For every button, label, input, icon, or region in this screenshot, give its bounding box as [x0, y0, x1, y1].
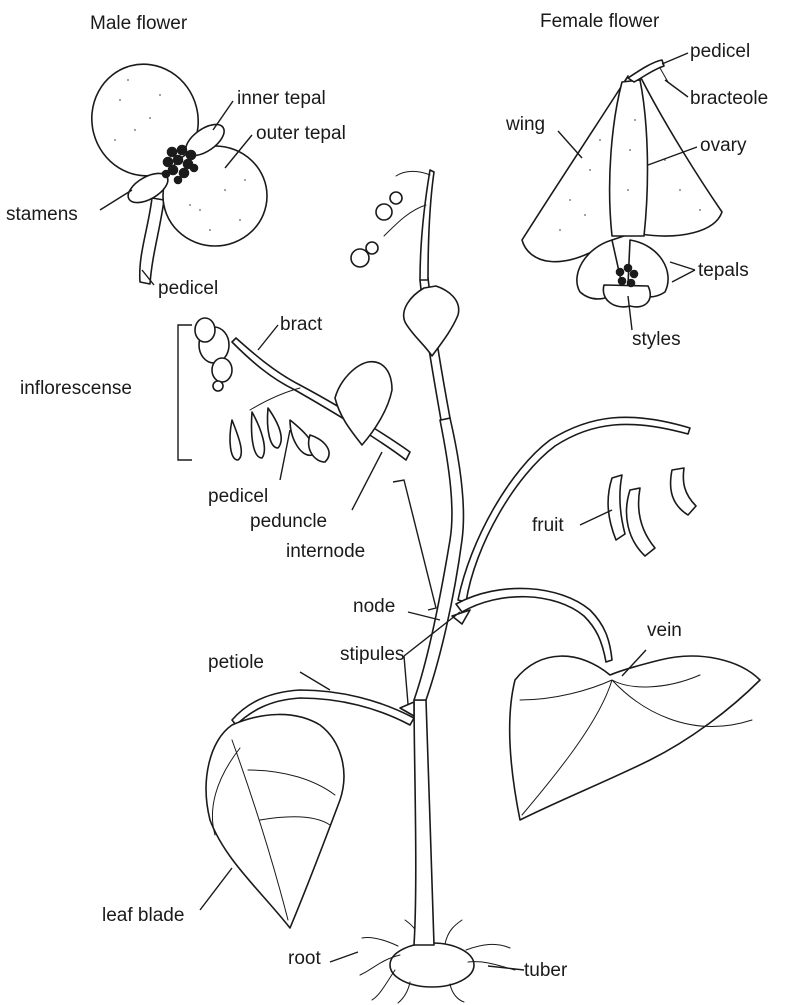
label-styles: styles: [632, 329, 681, 350]
label-inner-tepal: inner tepal: [237, 88, 326, 109]
label-internode: internode: [286, 541, 365, 562]
label-outer-tepal: outer tepal: [256, 123, 346, 144]
label-pedicel: pedicel: [208, 486, 268, 507]
plant-illustration: [195, 170, 760, 1003]
male-flower-heading: Male flower: [90, 13, 188, 34]
label-stamens: stamens: [6, 204, 78, 225]
label-peduncle: peduncle: [250, 511, 327, 532]
label-ovary: ovary: [700, 135, 747, 156]
label-vein: vein: [647, 620, 682, 641]
label-female-pedicel: pedicel: [690, 41, 750, 62]
label-fruit: fruit: [532, 515, 564, 536]
label-petiole: petiole: [208, 652, 264, 673]
label-tuber: tuber: [524, 960, 568, 981]
label-stipules: stipules: [340, 644, 404, 665]
label-wing: wing: [505, 114, 545, 135]
label-tepals: tepals: [698, 260, 749, 281]
label-leaf-blade: leaf blade: [102, 905, 184, 926]
label-bracteole: bracteole: [690, 88, 768, 109]
male-flower-illustration: [79, 52, 267, 284]
label-bract: bract: [280, 314, 323, 335]
label-root: root: [288, 948, 321, 969]
female-flower-heading: Female flower: [540, 11, 660, 32]
label-node: node: [353, 596, 395, 617]
label-inflorescense: inflorescense: [20, 378, 132, 399]
label-male-pedicel: pedicel: [158, 278, 218, 299]
